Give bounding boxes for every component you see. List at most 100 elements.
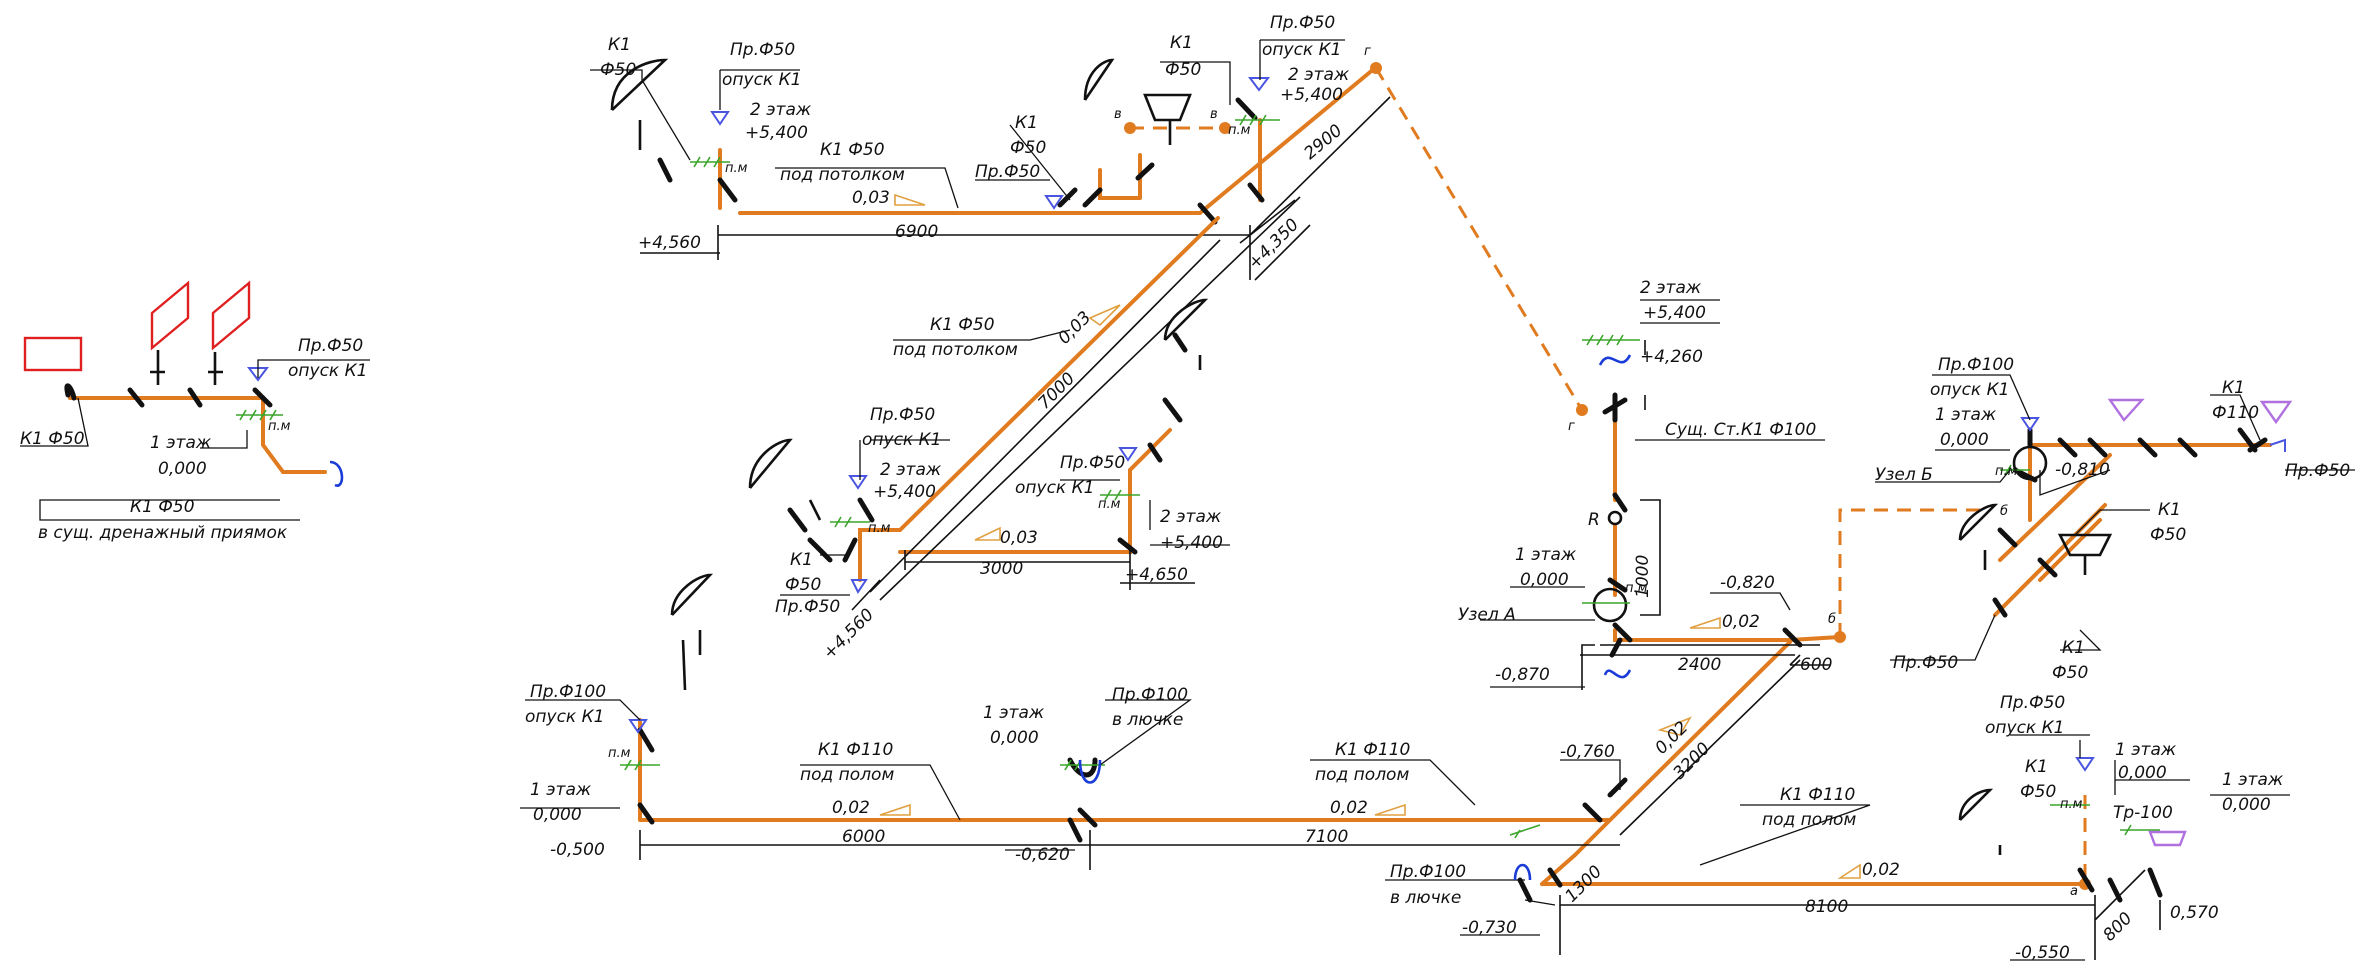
label-k1-50-b: К1 Ф50	[130, 497, 195, 517]
label-pm: п.м	[1625, 581, 1648, 596]
label-floor1: 1 этаж	[983, 703, 1045, 723]
floor-hatch	[236, 409, 283, 421]
label-k1: К1	[2025, 757, 2048, 777]
label-f50: Ф50	[785, 575, 821, 595]
riser-valve	[1607, 510, 1623, 526]
label-under-floor: под полом	[800, 765, 894, 785]
label-elev-5400: +5,400	[1643, 303, 1706, 323]
label-k1: К1	[2222, 378, 2245, 398]
label-node-b: Узел Б	[1875, 465, 1933, 485]
label-opusk: опуск К1	[1930, 380, 2009, 400]
label-pr50: Пр.Ф50	[298, 336, 363, 356]
outlet-wave	[1078, 759, 1532, 881]
label-existing-riser: Сущ. Ст.К1 Ф100	[1665, 420, 1816, 440]
label-opusk: опуск К1	[1015, 478, 1094, 498]
label-elev-0000: 0,000	[1940, 430, 1989, 450]
dimension-line	[639, 659, 2161, 960]
label-k1: К1	[1170, 33, 1193, 53]
label-k1: К1	[790, 550, 813, 570]
label-elev-0000: 0,000	[1520, 570, 1569, 590]
pipe-dashed	[1838, 508, 1982, 637]
label-floor1: 1 этаж	[1935, 405, 1997, 425]
cleanout-triangle	[628, 719, 648, 734]
label-elev-0570: 0,570	[2170, 903, 2219, 923]
outlet-wave	[329, 460, 344, 487]
pipe-under-floor	[638, 640, 2082, 886]
label-g: г	[1568, 419, 1575, 434]
label-k1-110: К1 Ф110	[1780, 785, 1855, 805]
label-slope-002: 0,02	[1722, 612, 1760, 632]
label-elev-m0810: -0,810	[2055, 460, 2110, 480]
fitting	[1602, 392, 1803, 658]
label-f50: Ф50	[1165, 60, 1201, 80]
vent-triangle	[2259, 400, 2293, 425]
label-opusk: опуск К1	[1985, 718, 2064, 738]
label-pr50: Пр.Ф50	[730, 40, 795, 60]
label-slope-003: 0,03	[1000, 528, 1038, 548]
label-elev-0000: 0,000	[990, 728, 1039, 748]
label-elev-4650: +4,650	[1125, 565, 1188, 585]
label-elev-m0620: -0,620	[1015, 845, 1070, 865]
slope-mark	[894, 193, 926, 206]
label-pm: п.м	[868, 521, 891, 536]
label-b: б	[1828, 612, 1836, 627]
red-fixture-shape	[211, 280, 251, 351]
label-dim-6900: 6900	[895, 222, 938, 242]
label-pr100: Пр.Ф100	[1390, 862, 1466, 882]
label-slope-002: 0,02	[1330, 798, 1368, 818]
label-pr50: Пр.Ф50	[1893, 653, 1958, 673]
label-pm: п.м	[725, 161, 748, 176]
label-opusk: опуск К1	[1262, 40, 1341, 60]
leader	[590, 39, 1345, 209]
node-dot	[1576, 404, 1588, 416]
label-k1-110: К1 Ф110	[1335, 740, 1410, 760]
label-dim-8100: 8100	[1805, 897, 1848, 917]
drain-pipe	[68, 396, 327, 474]
label-f50: Ф50	[600, 60, 636, 80]
label-f50: Ф50	[2020, 782, 2056, 802]
label-pr100: Пр.Ф100	[530, 682, 606, 702]
label-dim-1000: 1000	[1633, 555, 1653, 598]
fitting	[150, 350, 223, 385]
label-opusk: опуск К1	[525, 707, 604, 727]
slope-mark	[1689, 616, 1721, 629]
label-dim-3000: 3000	[980, 559, 1023, 579]
label-elev-0000: 0,000	[2222, 795, 2271, 815]
label-pm: п.м	[1098, 497, 1121, 512]
label-k1-50: К1 Ф50	[820, 140, 885, 160]
outlet-wave	[1598, 354, 1632, 679]
label-elev-0000: 0,000	[158, 459, 207, 479]
cleanout-triangle	[2020, 417, 2040, 432]
label-in-hatch: в лючке	[1112, 710, 1183, 730]
label-k1: К1	[2158, 500, 2181, 520]
label-pm: п.м	[1228, 123, 1251, 138]
label-a: а	[2070, 884, 2078, 899]
slope-mark	[974, 304, 1121, 541]
label-slope-002: 0,02	[1862, 860, 1900, 880]
label-k1-50: К1 Ф50	[20, 429, 85, 449]
label-pr50: Пр.Ф50	[1060, 453, 1125, 473]
red-fixture-box	[23, 336, 83, 372]
label-f110: Ф110	[2212, 403, 2259, 423]
label-pr100: Пр.Ф100	[1938, 355, 2014, 375]
dimension-line	[851, 196, 1301, 611]
label-pr50: Пр.Ф50	[775, 597, 840, 617]
floor-hatch	[1582, 334, 1640, 604]
label-node-a: Узел А	[1458, 605, 1516, 625]
label-slope-002: 0,02	[832, 798, 870, 818]
label-b: б	[2000, 504, 2008, 519]
cleanout-triangle	[2075, 757, 2095, 772]
fixture-washbasin	[670, 573, 2002, 855]
label-pm: п.м	[268, 419, 291, 434]
floor-hatch	[690, 114, 1280, 168]
fitting	[787, 332, 1188, 563]
label-elev-4560: +4,560	[638, 233, 701, 253]
leader	[1875, 374, 2355, 661]
leader	[1480, 299, 1825, 688]
leader	[20, 359, 370, 521]
label-pr50: Пр.Ф50	[975, 162, 1040, 182]
pipe-riser	[1613, 418, 1842, 642]
label-drain-pit: в сущ. дренажный приямок	[38, 523, 288, 543]
label-floor2: 2 этаж	[880, 460, 942, 480]
pipe-diagonal	[858, 216, 1220, 582]
